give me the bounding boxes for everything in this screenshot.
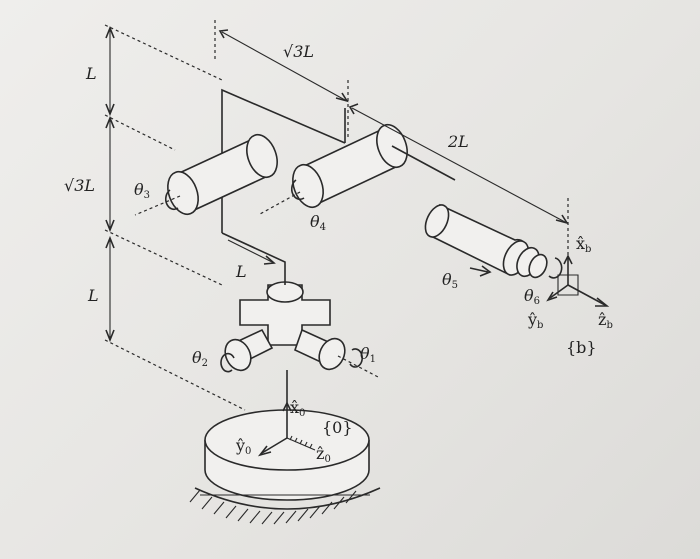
label-frame-b: {b} xyxy=(566,338,597,357)
label-theta5: θ5 xyxy=(442,270,459,291)
link-upper-vertical xyxy=(221,232,286,285)
dim-label-sqrt3L-top: √3L xyxy=(283,42,315,61)
dimension-lines xyxy=(104,20,569,411)
theta6-arrow xyxy=(548,257,563,279)
label-theta2: θ2 xyxy=(192,348,209,369)
dim-label-L-top: L xyxy=(86,64,97,83)
label-theta4: θ4 xyxy=(310,212,327,233)
label-xb: x̂b xyxy=(576,234,592,255)
label-theta6: θ6 xyxy=(524,286,541,307)
joint-4-axis xyxy=(259,191,301,215)
label-z0: ẑ0 xyxy=(316,444,331,465)
label-yb: ŷb xyxy=(528,310,544,331)
joint-1-2-cross xyxy=(224,281,346,372)
joint-3-axis xyxy=(134,195,181,216)
frame-0-axes xyxy=(257,401,316,457)
offset-dim-arrow xyxy=(263,255,276,265)
joint-3-cylinder xyxy=(167,133,278,216)
theta5-arrow-head xyxy=(479,265,492,277)
theta2-arrow xyxy=(220,352,235,373)
dim-label-sqrt3L-left: √3L xyxy=(64,176,96,195)
theta5-arrow-line xyxy=(469,267,489,273)
ground-hatch xyxy=(189,487,381,525)
dim-label-L-bottom: L xyxy=(88,286,99,305)
label-theta3: θ3 xyxy=(134,180,151,201)
label-y0: ŷ0 xyxy=(236,436,252,457)
theta3-arrow xyxy=(165,189,179,211)
theta4-arrow xyxy=(291,179,305,201)
dim-label-2L: 2L xyxy=(448,132,469,151)
theta1-arrow xyxy=(349,348,364,368)
label-frame-0: {0} xyxy=(322,418,353,437)
label-x0: x̂0 xyxy=(290,398,306,419)
label-theta1: θ1 xyxy=(360,344,377,365)
offset-dim-line xyxy=(227,239,273,263)
wrist-cylinder xyxy=(424,203,548,279)
label-zb: ẑb xyxy=(598,310,613,331)
frame-b-axes xyxy=(546,198,610,307)
joint-4-cylinder xyxy=(292,123,408,209)
link-forearm xyxy=(391,145,456,181)
joint-1-axis xyxy=(337,355,381,379)
dim-label-L-offset: L xyxy=(236,262,247,281)
